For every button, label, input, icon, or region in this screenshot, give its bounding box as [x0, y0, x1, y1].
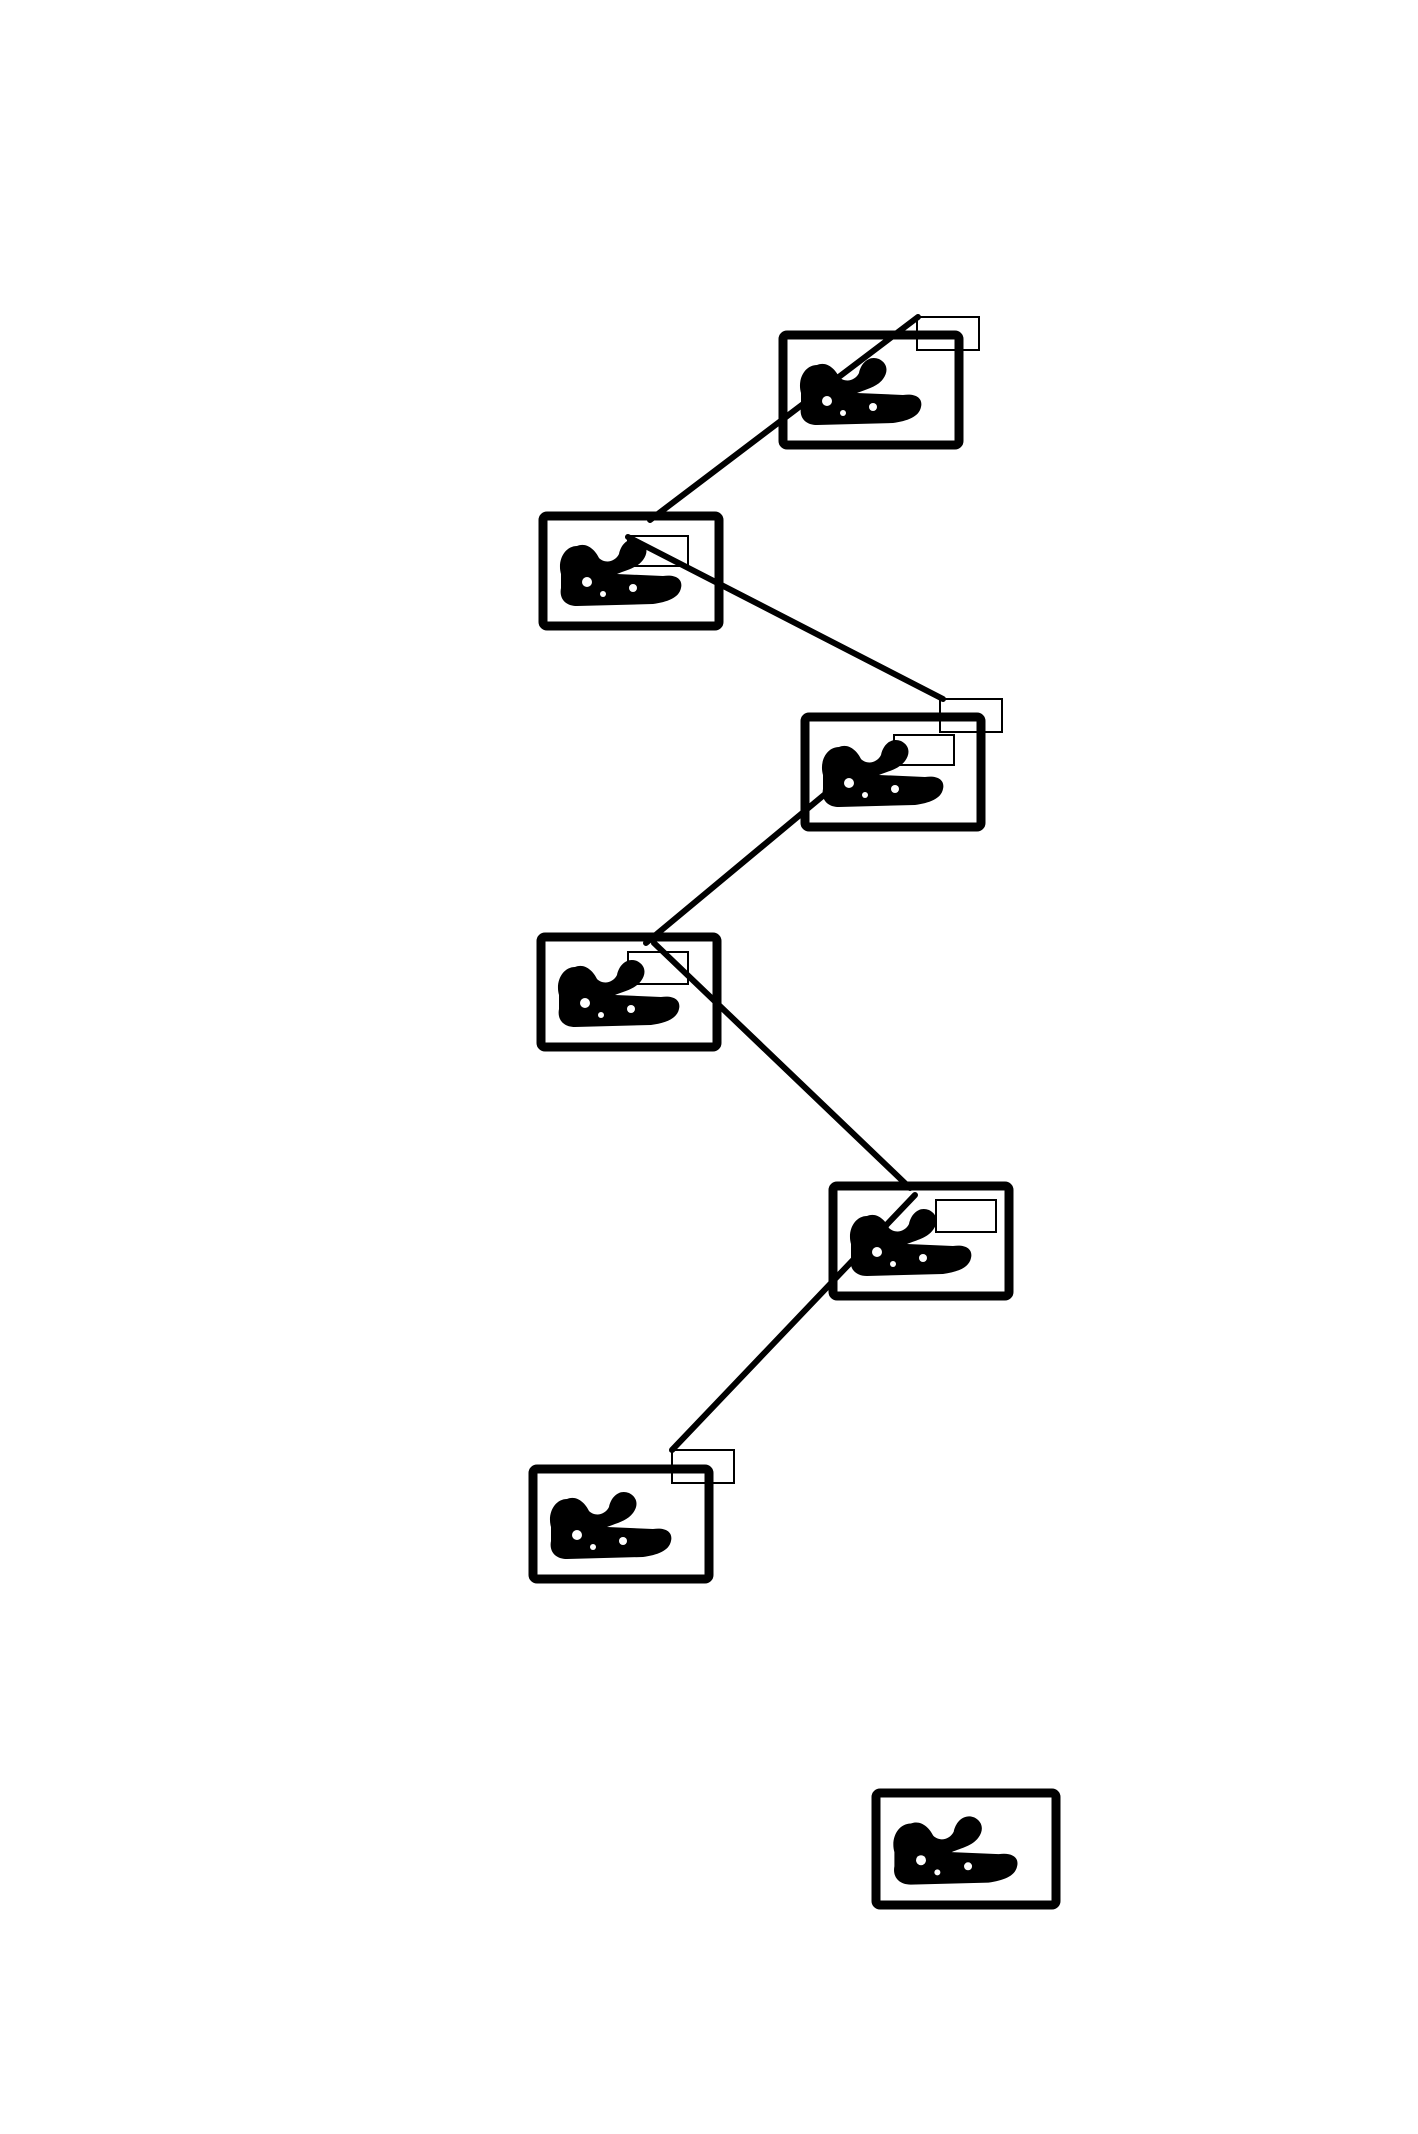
ship-silhouette-icon: [799, 357, 922, 425]
diagram-node-3: [800, 698, 1003, 832]
diagram-node-7: [871, 1788, 1061, 1910]
label-box: [916, 316, 980, 351]
connector-line-3: [643, 787, 833, 946]
node-frame: [871, 1788, 1061, 1910]
diagram-node-1: [778, 316, 980, 450]
label-box-secondary: [893, 734, 955, 766]
node-frame: [528, 1464, 714, 1584]
ship-silhouette-icon: [557, 959, 680, 1027]
connector-line-2: [625, 534, 946, 702]
connector-line-4: [651, 940, 913, 1191]
node-frame: [828, 1181, 1014, 1301]
label-box: [671, 1449, 735, 1484]
label-box: [939, 698, 1003, 733]
node-frame: [778, 330, 964, 450]
diagram-node-4: [536, 932, 722, 1052]
label-box: [627, 535, 689, 567]
node-frame: [538, 511, 724, 631]
node-frame: [536, 932, 722, 1052]
diagram-node-6: [528, 1449, 735, 1584]
diagram-node-5: [828, 1181, 1014, 1301]
ship-silhouette-icon: [821, 739, 944, 807]
label-box: [935, 1199, 997, 1233]
label-box: [627, 951, 689, 985]
edges-layer: [625, 314, 946, 1453]
ship-silhouette-icon: [893, 1816, 1018, 1885]
diagram-node-2: [538, 511, 724, 631]
ship-silhouette-icon: [549, 1491, 672, 1559]
nodes-layer: [528, 316, 1061, 1910]
node-frame: [800, 712, 986, 832]
ship-silhouette-icon: [559, 538, 682, 606]
ship-silhouette-icon: [849, 1208, 972, 1276]
